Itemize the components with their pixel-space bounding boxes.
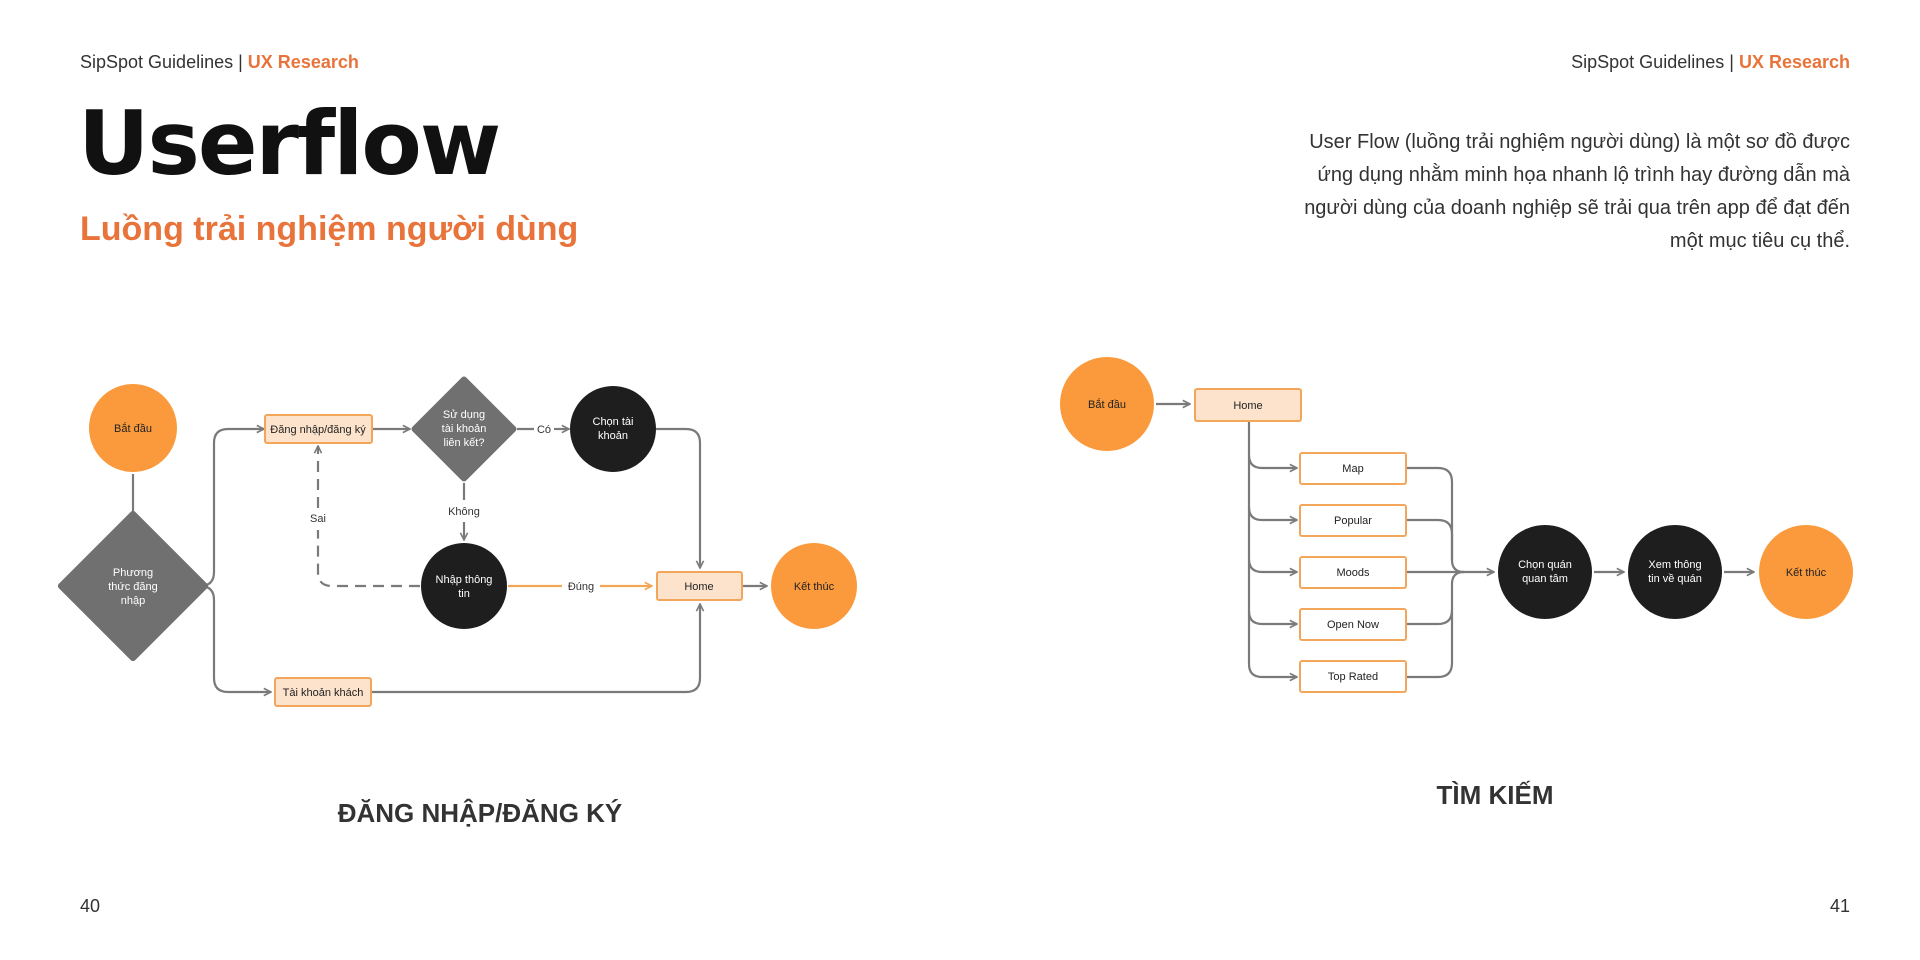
edge-opennow-merge [1407,570,1465,626]
linked-label-3: liên kết? [444,437,485,449]
edge-home-moods [1247,558,1297,572]
end-label: Kết thúc [794,581,835,593]
search-flow [1156,404,1754,677]
page-subtitle: Luồng trải nghiệm người dùng [80,210,579,248]
login-flow-caption: ĐĂNG NHẬP/ĐĂNG KÝ [337,798,623,828]
choose-account-node [570,386,656,472]
page-number-left: 40 [80,896,101,916]
edge-toprated-merge [1407,610,1454,679]
search-home-box [1194,388,1302,422]
login-box [264,414,373,444]
choose-account-label-2: khoản [598,430,628,442]
enter-info-label-1: Nhập thông [436,574,493,586]
no-label: Không [448,506,480,518]
edge-home-popular [1247,506,1297,520]
edge-home-map [1247,454,1297,468]
header-right: SipSpot Guidelines | UX Research [1571,52,1850,73]
guest-label: Tài khoản khách [283,687,364,699]
search-start-label: Bắt đầu [1088,398,1126,411]
edge-guest-home [371,604,700,694]
end-node [771,543,857,629]
edge-method-login [187,429,264,588]
home-label: Home [684,581,713,593]
view-info-label-2: tin về quán [1648,573,1702,585]
edge-home-toprated [1247,422,1297,677]
choose-account-label-1: Chọn tài [593,416,634,428]
guest-box [274,677,372,707]
header-section: UX Research [1738,52,1850,72]
edge-wrong-a [316,530,420,588]
edge-method-guest [187,584,271,692]
option-toprated-label: Top Rated [1328,671,1378,683]
start-node [89,384,177,472]
choose-shop-label-1: Chọn quán [1518,559,1572,571]
choose-shop-label-2: quan tâm [1522,573,1568,585]
search-start-node [1060,357,1154,451]
page-title: Userflow [78,92,501,195]
header-left: SipSpot Guidelines | UX Research [80,52,359,73]
option-popular-label: Popular [1334,515,1372,527]
linked-diamond [411,376,517,482]
option-map-label: Map [1342,463,1363,475]
choose-shop-node [1498,525,1592,619]
search-flow-caption: TÌM KIẾM [1436,780,1554,810]
login-box-label: Đăng nhập/đăng ký [270,424,366,436]
enter-info-label-2: tin [458,588,470,600]
view-info-label-1: Xem thông [1648,559,1701,571]
edge-map-merge [1407,466,1465,574]
method-label-3: nhập [121,595,145,607]
search-home-label: Home [1233,400,1262,412]
header-brand: SipSpot Guidelines | [80,52,243,72]
option-opennow-label: Open Now [1327,619,1379,631]
edge-choose-home [656,427,700,568]
linked-label-1: Sử dụng [443,409,485,421]
option-moods-box [1299,556,1407,589]
method-label-2: thức đăng [108,581,158,593]
edge-home-opennow [1247,610,1297,624]
option-moods-label: Moods [1336,567,1370,579]
option-toprated-box [1299,660,1407,693]
header-brand: SipSpot Guidelines | [1571,52,1734,72]
method-label-1: Phương [113,567,153,579]
linked-label-2: tài khoản [442,423,487,435]
search-end-node [1759,525,1853,619]
enter-info-node [421,543,507,629]
option-popular-box [1299,504,1407,537]
search-end-label: Kết thúc [1786,567,1827,579]
home-box [656,571,743,601]
edge-popular-merge [1407,518,1454,560]
option-opennow-box [1299,608,1407,641]
option-map-box [1299,452,1407,485]
correct-label: Đúng [568,581,594,593]
wrong-label: Sai [310,513,326,525]
start-label: Bắt đầu [114,422,152,435]
yes-label: Có [537,424,551,436]
method-diamond [57,510,209,662]
view-info-node [1628,525,1722,619]
description: User Flow (luồng trải nghiệm người dùng)… [1304,131,1850,252]
header-section: UX Research [247,52,359,72]
page-number-right: 41 [1829,896,1850,916]
